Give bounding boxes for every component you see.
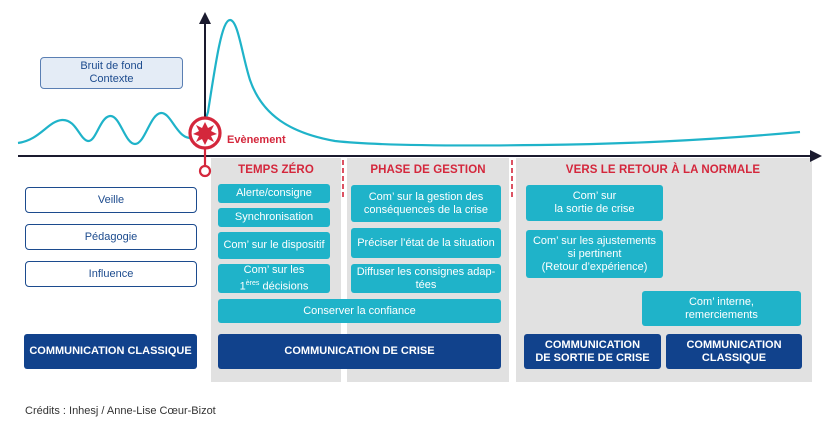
diffuser-consignes-box: Diffuser les consignes adap- tées bbox=[351, 264, 501, 293]
communication-sortie-crise-box: COMMUNICATION DE SORTIE DE CRISE bbox=[524, 334, 661, 369]
com-decisions-number: 1 bbox=[239, 280, 246, 293]
com-decisions-box: Com’ sur les 1ères décisions bbox=[218, 264, 330, 293]
vertical-axis-arrow-icon bbox=[199, 12, 211, 24]
event-anchor-dot bbox=[198, 164, 212, 178]
phase-title-gestion: PHASE DE GESTION bbox=[370, 164, 486, 176]
background-noise-box: Bruit de fond Contexte bbox=[40, 57, 183, 89]
communication-classique-left-box: COMMUNICATION CLASSIQUE bbox=[24, 334, 197, 369]
com-dispositif-box: Com’ sur le dispositif bbox=[218, 232, 330, 259]
horizontal-axis-arrow-icon bbox=[810, 150, 822, 162]
background-noise-curve bbox=[17, 18, 801, 147]
synchronisation-box: Synchronisation bbox=[218, 208, 330, 227]
preciser-etat-box: Préciser l’état de la situation bbox=[351, 228, 501, 258]
com-sortie-crise-box: Com’ sur la sortie de crise bbox=[526, 185, 663, 221]
communication-classique-right-box: COMMUNICATION CLASSIQUE bbox=[666, 334, 802, 369]
com-decisions-superscript: ères bbox=[245, 279, 260, 287]
explosion-icon bbox=[193, 122, 217, 145]
communication-crise-box: COMMUNICATION DE CRISE bbox=[218, 334, 501, 369]
com-ajustements-box: Com’ sur les ajustements si pertinent (R… bbox=[526, 230, 663, 278]
conserver-confiance-box: Conserver la confiance bbox=[218, 299, 501, 323]
pedagogie-box: Pédagogie bbox=[25, 224, 197, 250]
veille-box: Veille bbox=[25, 187, 197, 213]
influence-box: Influence bbox=[25, 261, 197, 287]
com-decisions-line1: Com’ sur les bbox=[243, 263, 305, 276]
event-label: Evènement bbox=[227, 134, 286, 146]
phase-title-temps-zero: TEMPS ZÉRO bbox=[238, 164, 314, 176]
com-decisions-line2: 1ères décisions bbox=[240, 277, 309, 294]
com-interne-box: Com’ interne, remerciements bbox=[642, 291, 801, 326]
alerte-consigne-box: Alerte/consigne bbox=[218, 184, 330, 203]
com-decisions-word: décisions bbox=[259, 280, 309, 293]
timeline-graphic bbox=[17, 12, 822, 200]
phase-title-retour: VERS LE RETOUR À LA NORMALE bbox=[565, 164, 761, 176]
com-consequences-box: Com’ sur la gestion des conséquences de … bbox=[351, 185, 501, 222]
credit-line: Crédits : Inhesj / Anne-Lise Cœur-Bizot bbox=[25, 405, 216, 417]
